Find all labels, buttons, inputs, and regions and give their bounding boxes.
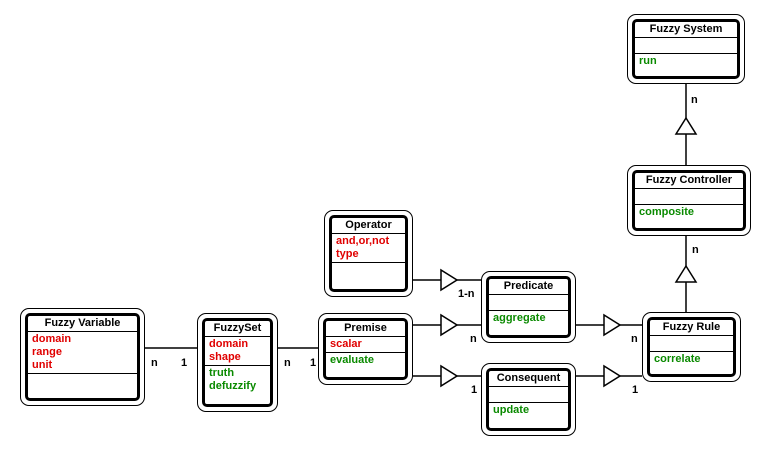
triangle-premise-predicate (440, 313, 459, 337)
operation: evaluate (330, 354, 375, 366)
triangle-operator-predicate (440, 268, 459, 292)
class-title: FuzzySet (205, 321, 270, 337)
operations-section: run (635, 54, 737, 76)
attributes-section (489, 387, 568, 403)
multiplicity-predicate-rule: n (631, 333, 638, 345)
triangle-premise-consequent (440, 364, 459, 388)
multiplicity-premise-predicate: n (470, 333, 477, 345)
multiplicity-variable-set-right: 1 (181, 357, 188, 369)
attribute: range (32, 346, 62, 358)
attributes-section: and,or,not type (332, 234, 405, 263)
operation: update (493, 404, 530, 416)
attribute: and,or,not (336, 235, 390, 247)
class-premise[interactable]: Premise scalar evaluate (318, 313, 413, 385)
triangle-controller-rule (674, 264, 698, 283)
class-title: Premise (326, 321, 405, 337)
attributes-section (635, 189, 743, 205)
multiplicity-variable-set-left: n (151, 357, 158, 369)
attribute: domain (209, 338, 249, 350)
triangle-predicate-rule (603, 313, 622, 337)
multiplicity-system-controller: n (691, 94, 698, 106)
class-predicate[interactable]: Predicate aggregate (481, 271, 576, 343)
multiplicity-controller-rule: n (692, 244, 699, 256)
attribute: shape (209, 351, 241, 363)
operations-section: correlate (650, 352, 733, 374)
multiplicity-consequent-rule: 1 (632, 384, 639, 396)
multiplicity-operator-predicate: 1-n (458, 288, 475, 300)
operations-section: evaluate (326, 353, 405, 377)
attributes-section (635, 38, 737, 54)
class-title: Fuzzy Controller (635, 173, 743, 189)
triangle-system-controller (674, 116, 698, 135)
attributes-section (650, 336, 733, 352)
operation: correlate (654, 353, 701, 365)
attribute: domain (32, 333, 72, 345)
class-title: Fuzzy System (635, 22, 737, 38)
multiplicity-set-premise-left: n (284, 357, 291, 369)
class-title: Fuzzy Variable (28, 316, 137, 332)
class-fuzzy-rule[interactable]: Fuzzy Rule correlate (642, 312, 741, 382)
attributes-section: scalar (326, 337, 405, 353)
class-fuzzy-set[interactable]: FuzzySet domain shape truth defuzzify (197, 313, 278, 412)
operation: defuzzify (209, 380, 257, 392)
operation: run (639, 55, 657, 67)
attribute: scalar (330, 338, 362, 350)
class-fuzzy-variable[interactable]: Fuzzy Variable domain range unit (20, 308, 145, 406)
operations-section: composite (635, 205, 743, 228)
class-title: Fuzzy Rule (650, 320, 733, 336)
operations-section: truth defuzzify (205, 366, 270, 404)
attributes-section: domain range unit (28, 332, 137, 374)
attribute: unit (32, 359, 53, 371)
class-fuzzy-controller[interactable]: Fuzzy Controller composite (627, 165, 751, 236)
class-title: Consequent (489, 371, 568, 387)
attribute: type (336, 248, 359, 260)
class-operator[interactable]: Operator and,or,not type (324, 210, 413, 297)
operations-section: aggregate (489, 311, 568, 335)
operations-section (332, 263, 405, 289)
operation: composite (639, 206, 695, 218)
operation: aggregate (493, 312, 546, 324)
attributes-section (489, 295, 568, 311)
operation: truth (209, 367, 235, 379)
class-fuzzy-system[interactable]: Fuzzy System run (627, 14, 745, 84)
attributes-section: domain shape (205, 337, 270, 366)
multiplicity-premise-consequent: 1 (471, 384, 478, 396)
operations-section: update (489, 403, 568, 428)
multiplicity-set-premise-right: 1 (310, 357, 317, 369)
class-title: Operator (332, 218, 405, 234)
class-consequent[interactable]: Consequent update (481, 363, 576, 436)
class-title: Predicate (489, 279, 568, 295)
triangle-consequent-rule (603, 364, 622, 388)
operations-section (28, 374, 137, 398)
